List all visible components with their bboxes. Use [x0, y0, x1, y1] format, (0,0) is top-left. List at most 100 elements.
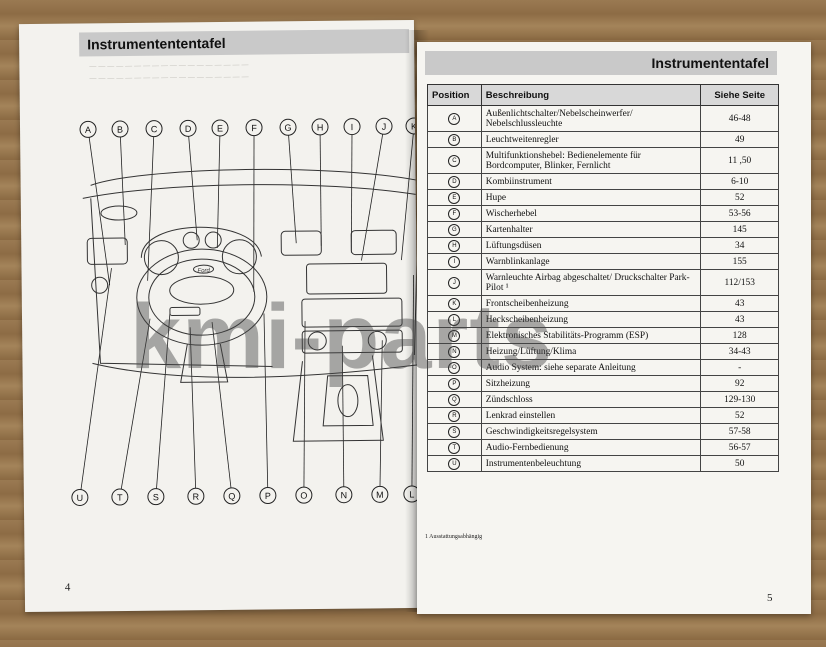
position-cell: I	[427, 253, 482, 270]
callout-circle	[211, 119, 229, 137]
callout-label: I	[351, 122, 354, 132]
callout-label: L	[409, 489, 414, 499]
callout-label: G	[284, 123, 291, 133]
callout-label: N	[341, 490, 348, 500]
callout-leader-line	[187, 128, 198, 241]
callout-leader-line	[119, 129, 126, 246]
page-cell: 49	[700, 131, 779, 148]
callout-circle	[335, 486, 353, 504]
position-cell: J	[427, 269, 482, 296]
position-cell: G	[427, 221, 482, 238]
callout-leader-line	[341, 345, 345, 495]
position-letter: T	[448, 441, 461, 454]
page-cell: 53-56	[700, 205, 779, 222]
position-cell: F	[427, 205, 482, 222]
description-cell: Wischerhebel	[480, 205, 702, 222]
left-page: Instrumentententafel — — — — — — — — — —…	[18, 19, 421, 613]
column-header-description: Beschreibung	[480, 84, 702, 106]
callout-leader-line	[319, 126, 322, 246]
position-letter: A	[448, 112, 461, 125]
callout-circle	[223, 487, 241, 505]
callout-label: O	[300, 491, 307, 501]
description-cell: Außenlichtschalter/Nebelscheinwerfer/ Ne…	[480, 105, 702, 132]
callout-leader-line	[211, 322, 233, 496]
callout-circle	[245, 119, 263, 137]
callout-label: F	[251, 123, 257, 133]
callout-circle	[371, 485, 389, 503]
position-letter: D	[448, 175, 461, 188]
callout-label: D	[185, 124, 192, 134]
position-letter: N	[448, 345, 461, 358]
position-cell: S	[427, 423, 482, 440]
description-cell: Kartenhalter	[480, 221, 702, 238]
page-cell: 43	[700, 311, 779, 328]
footnote: 1 Ausstattungsabhängig	[425, 534, 483, 540]
page-cell: 34-43	[700, 343, 779, 360]
callout-label: H	[317, 122, 324, 132]
position-letter: I	[448, 255, 461, 268]
page-cell: 6-10	[700, 173, 779, 190]
position-letter: C	[448, 154, 461, 167]
left-page-number: 4	[64, 581, 71, 594]
description-cell: Leuchtweitenregler	[480, 131, 702, 148]
page-cell: 52	[700, 407, 779, 424]
page-cell: 34	[700, 237, 779, 254]
position-cell: R	[427, 407, 482, 424]
callout-label: A	[85, 125, 91, 135]
position-cell: Q	[427, 391, 482, 408]
callout-label: J	[382, 122, 387, 132]
column-header-position: Position	[427, 84, 482, 106]
callout-label: C	[151, 124, 158, 134]
page-cell: 50	[700, 455, 779, 472]
page-cell: 43	[700, 295, 779, 312]
description-cell: Kombiinstrument	[480, 173, 702, 190]
callout-leader-line	[379, 340, 383, 495]
position-cell: E	[427, 189, 482, 206]
callout-circle	[79, 120, 97, 138]
callout-circle	[71, 488, 89, 506]
callout-label: R	[193, 492, 200, 502]
page-cell: 56-57	[700, 439, 779, 456]
description-cell: Warnblinkanlage	[480, 253, 702, 270]
callout-label: K	[411, 121, 417, 131]
position-letter: P	[448, 377, 461, 390]
description-cell: Lenkrad einstellen	[480, 407, 702, 424]
callout-leader-line	[119, 318, 151, 498]
page-cell: 112/153	[700, 269, 779, 296]
watermark-text: kmi-parts	[130, 286, 554, 388]
description-cell: Lüftungsdüsen	[480, 237, 702, 254]
page-cell: 128	[700, 327, 779, 344]
callout-leader-line	[155, 312, 171, 497]
page-cell: 145	[700, 221, 779, 238]
position-letter: E	[448, 191, 461, 204]
position-letter: L	[448, 313, 461, 326]
callout-circle	[111, 488, 129, 506]
description-cell: Hupe	[480, 189, 702, 206]
page-cell: 129-130	[700, 391, 779, 408]
callout-circle	[111, 120, 129, 138]
position-cell: H	[427, 237, 482, 254]
callout-leader-line	[79, 268, 112, 498]
callout-circle	[311, 118, 329, 136]
callout-leader-line	[147, 128, 155, 281]
page-cell: 11 ,50	[700, 147, 779, 174]
table-row: A Außenlichtschalter/Nebelscheinwerfer/ N…	[427, 105, 779, 132]
callout-label: U	[77, 493, 84, 503]
steering-logo: Ford	[197, 268, 210, 274]
callout-leader-line	[216, 127, 221, 249]
position-letter: G	[448, 223, 461, 236]
